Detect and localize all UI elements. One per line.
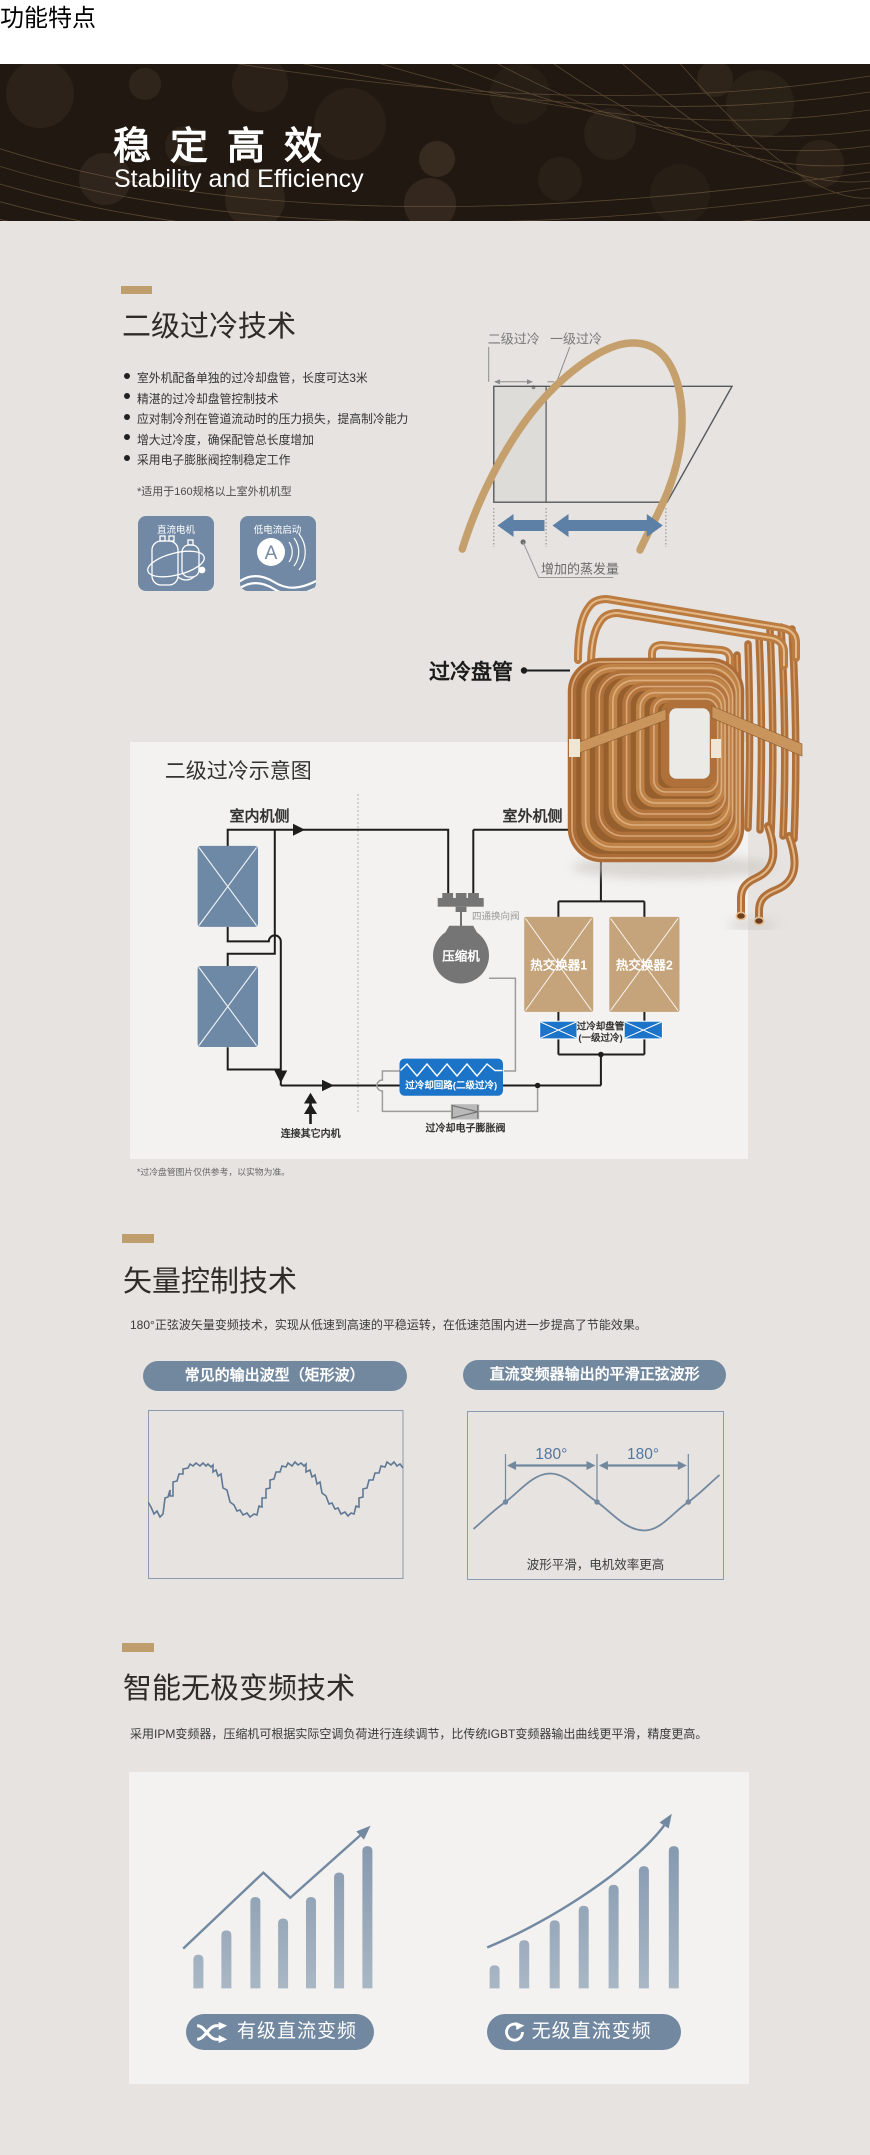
svg-text:波形平滑，电机效率更高: 波形平滑，电机效率更高 [526, 1557, 664, 1572]
svg-text:室内机侧: 室内机侧 [229, 807, 289, 825]
svg-text:过冷却盘管: 过冷却盘管 [577, 1021, 625, 1033]
svg-text:压缩机: 压缩机 [442, 949, 480, 964]
svg-text:A: A [264, 543, 277, 564]
svg-text:四通换向阀: 四通换向阀 [472, 911, 520, 923]
svg-text:热交换器2: 热交换器2 [616, 958, 673, 973]
svg-text:180°: 180° [627, 1446, 659, 1463]
svg-text:(一级过冷): (一级过冷) [578, 1032, 622, 1044]
svg-text:热交换器1: 热交换器1 [530, 958, 587, 973]
svg-text:二级过冷示意图: 二级过冷示意图 [165, 760, 312, 783]
svg-text:过冷却电子膨胀阀: 过冷却电子膨胀阀 [426, 1122, 506, 1135]
svg-text:一级过冷: 一级过冷 [550, 332, 602, 347]
svg-text:连接其它内机: 连接其它内机 [281, 1127, 341, 1140]
svg-text:二级过冷: 二级过冷 [488, 332, 540, 347]
svg-text:180°: 180° [535, 1446, 567, 1463]
svg-text:增加的蒸发量: 增加的蒸发量 [541, 562, 619, 577]
svg-text:过冷却回路(二级过冷): 过冷却回路(二级过冷) [405, 1080, 497, 1092]
svg-text:室外机侧: 室外机侧 [502, 807, 562, 825]
